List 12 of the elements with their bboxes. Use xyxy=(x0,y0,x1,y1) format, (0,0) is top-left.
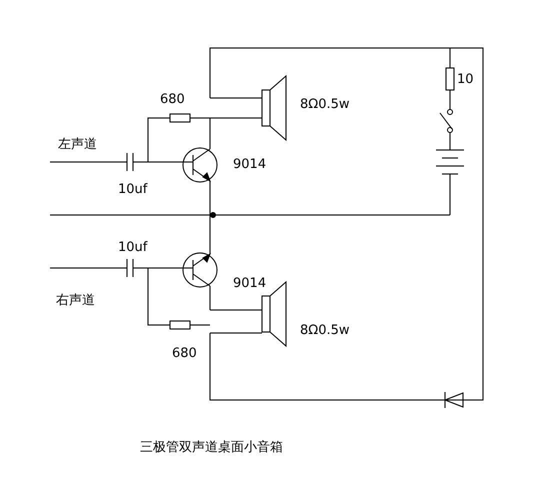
speaker-rating: 8Ω0.5w xyxy=(300,323,350,338)
component-value: 10 xyxy=(457,72,474,87)
channel-label: 左声道 xyxy=(58,137,97,152)
transistor-label: 9014 xyxy=(233,157,266,172)
transistor-label: 9014 xyxy=(233,276,266,291)
component-value: 10uf xyxy=(118,240,148,255)
component-value: 680 xyxy=(172,346,197,361)
channel-label: 右声道 xyxy=(56,293,95,308)
speaker-rating: 8Ω0.5w xyxy=(300,97,350,112)
component-value: 10uf xyxy=(118,182,148,197)
caption: 三极管双声道桌面小音箱 xyxy=(140,440,283,455)
component-value: 680 xyxy=(160,92,185,107)
